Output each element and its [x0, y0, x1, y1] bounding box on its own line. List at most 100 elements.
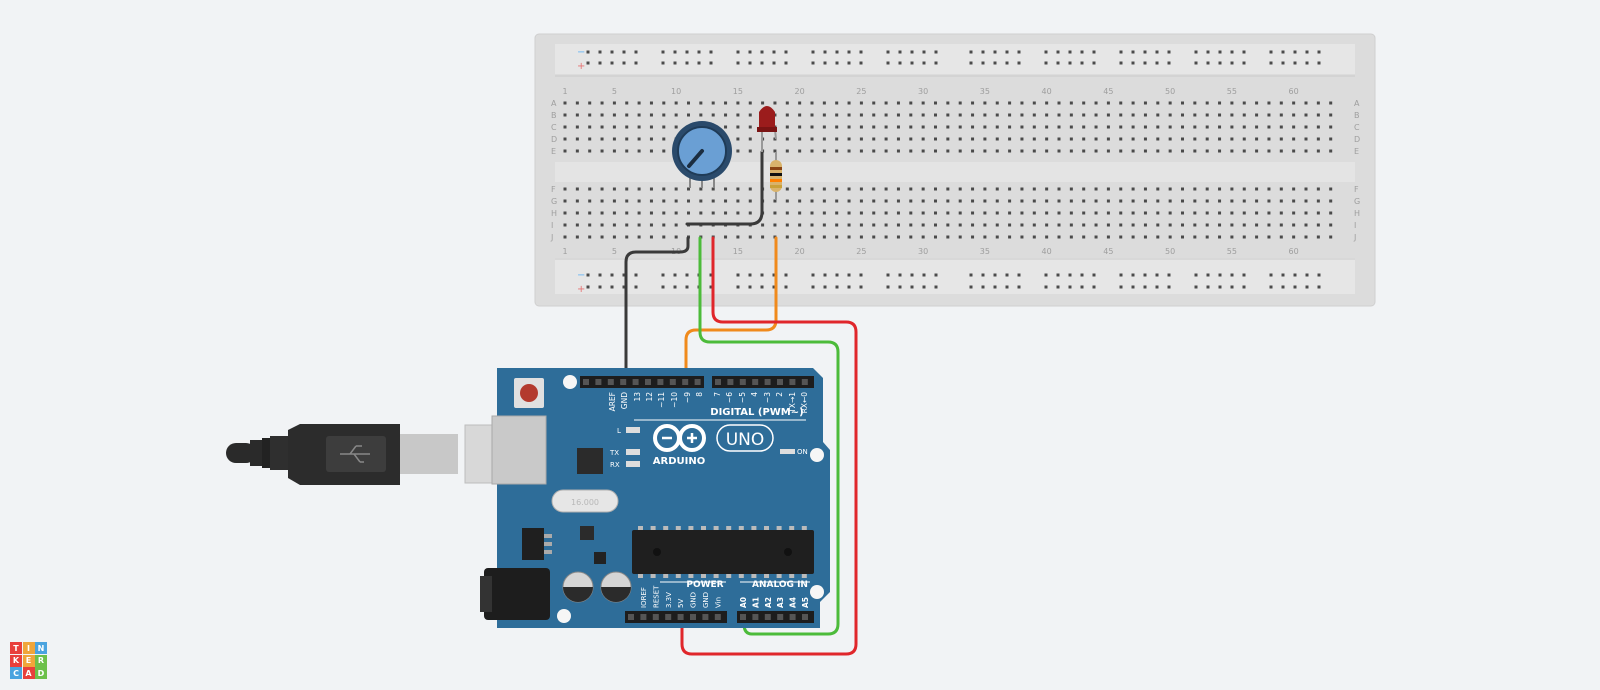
column-number: 55 — [1227, 247, 1237, 256]
column-number: 5 — [612, 247, 617, 256]
usb-port — [491, 415, 547, 485]
header-pin[interactable] — [607, 379, 614, 385]
digital-pin-label: GND — [620, 392, 629, 409]
resistor[interactable] — [770, 152, 782, 200]
header-pin[interactable] — [752, 379, 759, 385]
breadboard-rail-holes[interactable] — [586, 50, 1321, 289]
header-pin[interactable] — [640, 614, 647, 620]
column-number: 30 — [918, 87, 928, 96]
header-pin[interactable] — [714, 614, 721, 620]
header-pin[interactable] — [620, 379, 627, 385]
column-number: 60 — [1289, 87, 1299, 96]
power-header[interactable] — [625, 611, 727, 623]
header-pin[interactable] — [694, 379, 701, 385]
wire-green-a0[interactable] — [698, 236, 840, 636]
header-pin[interactable] — [632, 379, 639, 385]
row-label: C — [1354, 123, 1360, 132]
power-pin-label: GND — [702, 592, 710, 608]
header-pin[interactable] — [752, 614, 759, 620]
led-tx — [626, 449, 640, 455]
header-pin[interactable] — [702, 614, 709, 620]
breadboard-holes[interactable] — [563, 101, 1333, 239]
header-pin[interactable] — [645, 379, 651, 385]
header-pin[interactable] — [764, 614, 771, 620]
header-pin[interactable] — [789, 379, 796, 385]
digital-pin-label: ~11 — [657, 392, 666, 408]
header-pin[interactable] — [677, 614, 684, 620]
header-pin[interactable] — [739, 379, 746, 385]
potentiometer[interactable] — [672, 121, 732, 188]
row-label: D — [551, 135, 557, 144]
header-pin[interactable] — [665, 614, 672, 620]
tinkercad-logo-letter: E — [22, 654, 35, 667]
header-pin[interactable] — [669, 379, 676, 385]
column-number: 15 — [733, 87, 743, 96]
header-pin[interactable] — [657, 379, 664, 385]
power-jack — [484, 568, 550, 620]
analog-pin-label: A5 — [801, 597, 810, 608]
header-pin[interactable] — [777, 379, 783, 385]
led-rx-label: RX — [610, 461, 620, 469]
led-on-label: ON — [797, 448, 808, 456]
digital-header-right[interactable] — [712, 376, 814, 388]
header-pin[interactable] — [727, 379, 734, 385]
header-pin[interactable] — [715, 379, 721, 385]
wire-black-arduino-gnd[interactable] — [624, 236, 690, 382]
header-pin[interactable] — [690, 614, 696, 620]
reset-button[interactable] — [514, 378, 544, 408]
header-pin[interactable] — [801, 379, 808, 385]
led-l — [626, 427, 640, 433]
header-pin[interactable] — [777, 614, 784, 620]
header-pin[interactable] — [628, 614, 634, 620]
row-label: F — [551, 185, 556, 194]
wires[interactable] — [624, 150, 858, 656]
crystal-oscillator — [551, 489, 619, 513]
row-label: J — [1353, 233, 1356, 242]
digital-pin-label: RX←0 — [800, 392, 809, 414]
power-pin-label: 3.3V — [665, 592, 673, 608]
potentiometer-knob-indicator — [687, 149, 704, 168]
led-tx-label: TX — [609, 449, 619, 457]
rail-plus-label: + — [577, 61, 585, 72]
arduino-logo-icon — [653, 424, 706, 452]
row-label: A — [1354, 99, 1360, 108]
column-number: 50 — [1165, 87, 1175, 96]
analog-pin-label: A4 — [789, 597, 798, 608]
header-pin[interactable] — [802, 614, 808, 620]
power-label: POWER — [686, 580, 723, 590]
digital-pin-label: ~6 — [725, 392, 734, 403]
usb-cable[interactable] — [226, 424, 548, 485]
column-number: 60 — [1289, 247, 1299, 256]
header-pin[interactable] — [740, 614, 746, 620]
atmega-chip — [632, 530, 814, 574]
header-pin[interactable] — [652, 614, 659, 620]
column-number: 45 — [1103, 87, 1113, 96]
header-pin[interactable] — [789, 614, 796, 620]
wire-red-5v[interactable] — [680, 236, 858, 656]
row-label: I — [1354, 221, 1356, 230]
led-rx — [626, 461, 640, 467]
row-label: D — [1354, 135, 1360, 144]
header-pin[interactable] — [682, 379, 689, 385]
row-label: B — [551, 111, 557, 120]
wire-black-gnd[interactable] — [685, 150, 764, 226]
tinkercad-logo-letter: D — [35, 667, 47, 679]
header-pin[interactable] — [595, 379, 602, 385]
header-pin[interactable] — [764, 379, 771, 385]
power-pin-label: RESET — [652, 585, 660, 608]
digital-pin-label: ~3 — [763, 392, 772, 403]
tinkercad-logo-letter: A — [22, 667, 35, 679]
column-number: 20 — [795, 247, 805, 256]
wire-orange-pin9[interactable] — [684, 236, 778, 382]
header-pin[interactable] — [583, 379, 589, 385]
digital-pin-label: 13 — [633, 392, 642, 402]
crystal-label: 16.000 — [571, 498, 599, 507]
column-number: 25 — [856, 247, 866, 256]
row-label: H — [551, 209, 557, 218]
power-pin-label: 5V — [677, 599, 685, 608]
led-red[interactable] — [757, 106, 777, 152]
